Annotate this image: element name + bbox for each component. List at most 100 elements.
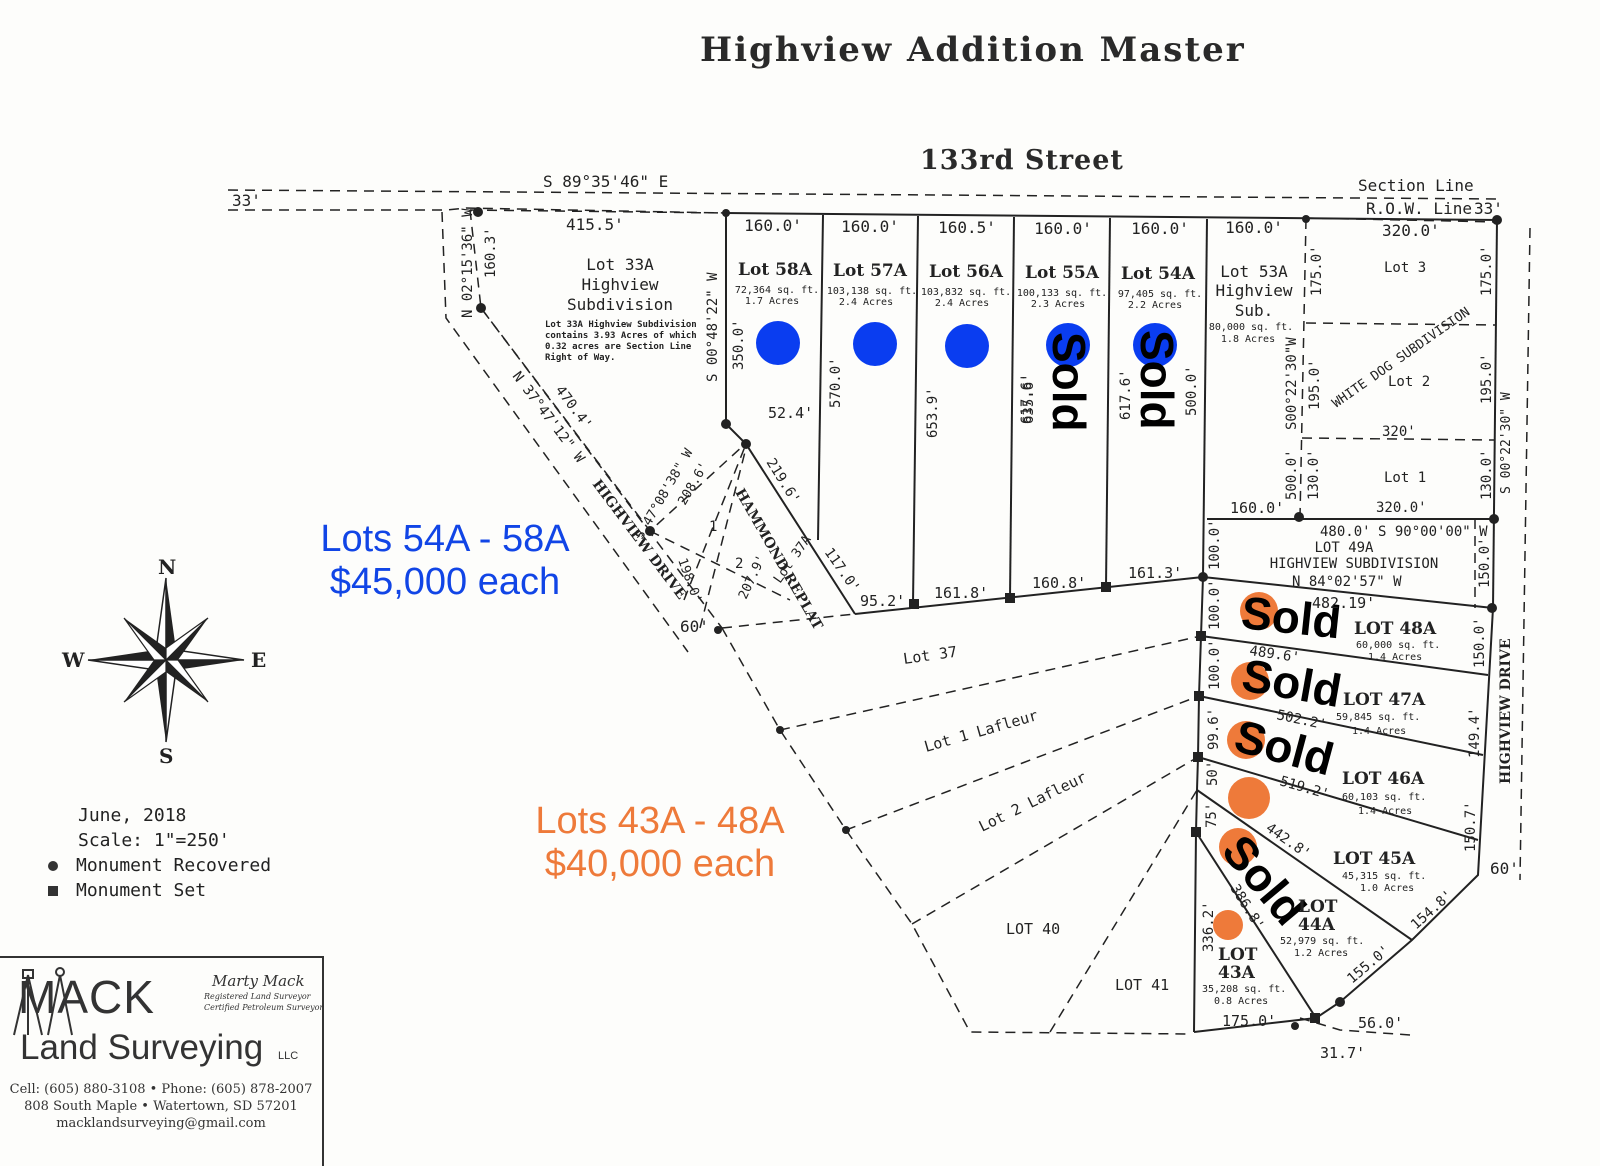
lot-54a-sqft: 97,405 sq. ft. — [1118, 289, 1202, 300]
lot-41-label: LOT 41 — [1115, 976, 1169, 994]
lot-57a-sqft: 103,138 sq. ft. — [827, 286, 917, 297]
lot-57a-front: 160.0' — [841, 217, 899, 236]
lot-48a-name: LOT 48A — [1354, 619, 1437, 639]
lot-33a-note-3: 0.32 acres are Section Line — [545, 341, 692, 352]
lot-46a-sqft: 60,103 sq. ft. — [1342, 792, 1426, 803]
lot-44a-front: 75' — [1204, 803, 1220, 828]
lot-58a-sqft: 72,364 sq. ft. — [735, 285, 819, 296]
dist-415: 415.5' — [566, 215, 624, 234]
lot-55a-acres: 2.3 Acres — [1031, 299, 1085, 310]
white-dog-bearing-bottom: S 90°00'00" W — [1378, 524, 1488, 540]
lot-43a: LOT 43A 35,208 sq. ft. 0.8 Acres 336.2' … — [1201, 901, 1286, 1030]
monument-set — [1005, 593, 1015, 603]
monument-recovered — [1294, 512, 1304, 522]
white-dog: 320.0' Lot 3 Lot 2 Lot 1 320' 320.0' WHI… — [1306, 221, 1514, 540]
monument-recovered-icon — [48, 861, 58, 871]
lot-57a-acres: 2.4 Acres — [839, 297, 893, 308]
monument-recovered — [1302, 215, 1310, 223]
lot-1-lafleur: Lot 1 Lafleur — [922, 706, 1040, 756]
lot-49a-bearing: N 84°02'57" W — [1292, 574, 1402, 590]
lot-2-lafleur: Lot 2 Lafleur — [976, 768, 1089, 836]
logo-mack: MACK — [18, 971, 155, 1023]
lot-43a-sqft: 35,208 sq. ft. — [1202, 984, 1286, 995]
monument-set — [1193, 752, 1203, 762]
lot-48a-482: 482.19' — [1312, 594, 1375, 612]
lot-33a-name: Lot 33A — [586, 255, 654, 274]
lot-54a-name: Lot 54A — [1121, 264, 1196, 284]
row-line-label: R.O.W. Line — [1366, 199, 1472, 218]
lot-49a-150: 150.0' — [1477, 537, 1493, 588]
lot-53a-front: 160.0' — [1225, 218, 1283, 237]
monument-recovered — [1198, 572, 1208, 582]
available-dot — [756, 321, 800, 365]
available-dot — [945, 324, 989, 368]
highview-drive-left — [441, 209, 1193, 1035]
sold-dot — [1231, 662, 1269, 700]
lot-49a: LOT 49A HIGHVIEW SUBDIVISION N 84°02'57"… — [1207, 519, 1493, 590]
lot-48a-acres: 1.4 Acres — [1368, 652, 1422, 663]
dist-56: 56.0' — [1358, 1014, 1403, 1032]
white-dog-mid: 320' — [1382, 424, 1416, 440]
hammond-lot2: 2 — [735, 556, 743, 572]
lot-43a-name-2: 43A — [1218, 963, 1256, 983]
white-dog-lot2: Lot 2 — [1388, 374, 1430, 390]
sold-dot — [1133, 323, 1177, 367]
west-lot-lines — [721, 613, 1411, 1036]
monument-recovered — [1489, 514, 1499, 524]
lot-57a: 160.0' Lot 57A 103,138 sq. ft. 2.4 Acres… — [827, 217, 988, 602]
dist-60-left: 60' — [680, 617, 709, 636]
lot-40-label: LOT 40 — [1006, 920, 1060, 938]
promo-lower-price: $40,000 each — [544, 842, 776, 885]
contact-email: macklandsurveying@gmail.com — [56, 1116, 266, 1131]
lot-57a-back: 161.8' — [934, 584, 988, 602]
lot-58a: 160.0' Lot 58A 72,364 sq. ft. 1.7 Acres … — [735, 216, 905, 610]
lot-53a-name: Lot 53A — [1220, 262, 1288, 281]
compass-w: W — [61, 648, 85, 672]
lot-58a-front: 160.0' — [744, 216, 802, 235]
lot-58a-back: 95.2' — [860, 592, 905, 610]
lot-46a-back: 150.7' — [1463, 801, 1479, 852]
legend-set: Monument Set — [76, 880, 207, 901]
section-line-label: Section Line — [1358, 176, 1474, 195]
hammond-replat — [649, 443, 791, 629]
monument-recovered — [1487, 603, 1497, 613]
compass-s: S — [159, 744, 173, 768]
lot-54a-side: 617.6' — [1118, 369, 1134, 420]
dist-31: 31.7' — [1320, 1044, 1365, 1062]
white-dog-bottom: 320.0' — [1376, 500, 1427, 516]
white-dog-195b: 195.0' — [1479, 353, 1495, 404]
lot-58a-name: Lot 58A — [738, 260, 813, 280]
dist-160-3: 160.3' — [483, 227, 499, 278]
lot-56a-acres: 2.4 Acres — [935, 298, 989, 309]
sold-label: Sold — [1043, 332, 1095, 432]
lot-48a-depth: 489.6' — [1248, 643, 1300, 666]
lot-58a-acres: 1.7 Acres — [745, 296, 799, 307]
monument-recovered — [722, 209, 730, 217]
lot-44a-name-2: 44A — [1298, 915, 1336, 935]
lot-53a-name-3: Sub. — [1235, 301, 1274, 320]
lot-44a-sqft: 52,979 sq. ft. — [1280, 936, 1364, 947]
hammond-lot1: 1 — [709, 519, 717, 535]
monument-recovered — [473, 207, 483, 217]
white-dog-lot3: Lot 3 — [1384, 260, 1426, 276]
monument-set — [1196, 631, 1206, 641]
lot-44a-name: LOT — [1298, 897, 1338, 917]
lot-33a-name-3: Subdivision — [567, 295, 673, 314]
lot-56a-sqft: 103,832 sq. ft. — [921, 287, 1011, 298]
lot-54a-front: 160.0' — [1131, 219, 1189, 238]
lot-45a-name: LOT 45A — [1333, 849, 1416, 869]
lot-47a-sqft: 59,845 sq. ft. — [1336, 712, 1420, 723]
surveyor-title-1: Registered Land Surveyor — [204, 992, 311, 1001]
lot-54a: 160.0' Lot 54A 97,405 sq. ft. 2.2 Acres … — [1118, 219, 1202, 430]
lot-58a-side: 570.0' — [828, 357, 844, 408]
lot-47a-name: LOT 47A — [1343, 690, 1426, 710]
lot-46a-name: LOT 46A — [1342, 769, 1425, 789]
compass-rose: N S E W — [61, 555, 266, 768]
monument-set — [1101, 582, 1111, 592]
white-dog-195a: 195.0' — [1307, 359, 1323, 410]
lot-33a-note-2: contains 3.93 Acres of which — [545, 330, 697, 341]
monument-recovered — [1335, 997, 1345, 1007]
lot-49a-sub: HIGHVIEW SUBDIVISION — [1270, 556, 1439, 572]
lot-55a-sqft: 100,133 sq. ft. — [1017, 288, 1107, 299]
white-dog-130a: 130.0' — [1306, 449, 1322, 500]
